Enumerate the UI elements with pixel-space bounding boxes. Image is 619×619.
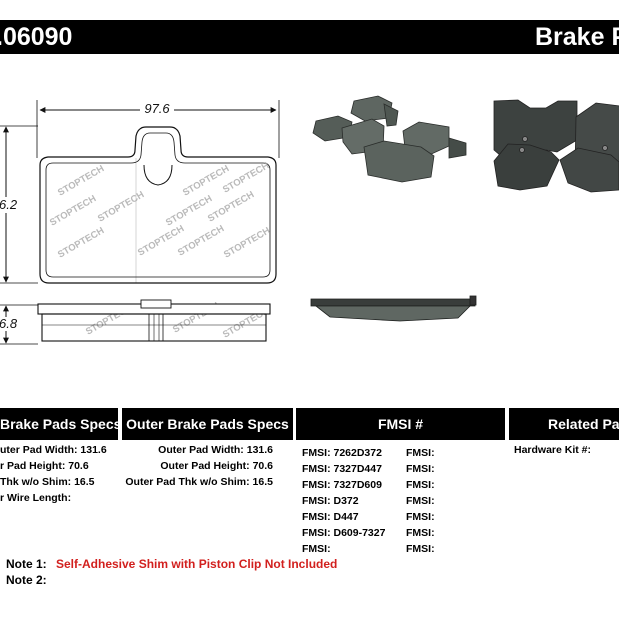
- pad-front-outline: [39, 126, 277, 284]
- note-1-text: Self-Adhesive Shim with Piston Clip Not …: [56, 557, 338, 571]
- outer-spec-row: Outer Pad Thk w/o Shim: 16.5: [125, 476, 273, 488]
- fmsi-entry: FMSI: D372: [302, 495, 359, 507]
- outer-specs-header: Outer Brake Pads Specs: [122, 408, 293, 440]
- hardware-kit-label: Hardware Kit #:: [514, 444, 592, 456]
- header-bar: [0, 20, 619, 54]
- part-number: .06090: [0, 23, 73, 51]
- product-title: Brake P: [535, 23, 619, 51]
- fmsi-entry: FMSI: 7262D372: [302, 447, 382, 459]
- inner-spec-row: r Wire Length:: [0, 492, 72, 504]
- inner-specs-heading: Brake Pads Specs: [0, 416, 118, 432]
- fmsi-entry: FMSI: 7327D447: [302, 463, 382, 475]
- pad-side-profile: [37, 299, 271, 342]
- fmsi-entry: FMSI: D609-7327: [302, 527, 386, 539]
- fmsi-entry: FMSI:: [406, 447, 435, 459]
- fmsi-entry: FMSI: 7327D609: [302, 479, 382, 491]
- fmsi-entry: FMSI:: [406, 463, 435, 475]
- inner-spec-row: uter Pad Width: 131.6: [0, 444, 107, 456]
- note-1-label: Note 1:: [6, 557, 47, 571]
- fmsi-entry: FMSI:: [406, 479, 435, 491]
- inner-spec-row: r Pad Height: 70.6: [0, 460, 89, 472]
- inner-spec-row: Thk w/o Shim: 16.5: [0, 476, 95, 488]
- fmsi-header: FMSI #: [296, 408, 505, 440]
- fmsi-entry: FMSI:: [406, 543, 435, 555]
- fmsi-heading: FMSI #: [377, 416, 424, 432]
- fmsi-entry: FMSI:: [406, 511, 435, 523]
- fmsi-entry: FMSI:: [406, 495, 435, 507]
- height-dim-text: 6.2: [0, 197, 18, 212]
- fmsi-entry: FMSI: D447: [302, 511, 359, 523]
- pad-set-photo: [312, 95, 467, 183]
- thickness-dim-text: 6.8: [0, 316, 18, 331]
- inner-specs-header: Brake Pads Specs: [0, 408, 118, 440]
- note-2-label: Note 2:: [6, 573, 47, 587]
- pad-side-photo: [310, 295, 477, 322]
- width-dim-text: 97.6: [144, 101, 170, 116]
- related-heading: Related Par: [548, 416, 619, 432]
- backing-plate-photo: [493, 99, 619, 193]
- fmsi-entry: FMSI:: [302, 543, 331, 555]
- fmsi-entry: FMSI:: [406, 527, 435, 539]
- outer-specs-heading: Outer Brake Pads Specs: [126, 416, 289, 432]
- technical-drawing: 97.6 6.2 6.8 STOPTECH STOPTECH STOPTECH …: [0, 95, 619, 345]
- related-parts-header: Related Par: [509, 408, 619, 440]
- outer-spec-row: Outer Pad Width: 131.6: [158, 444, 273, 456]
- outer-spec-row: Outer Pad Height: 70.6: [160, 460, 273, 472]
